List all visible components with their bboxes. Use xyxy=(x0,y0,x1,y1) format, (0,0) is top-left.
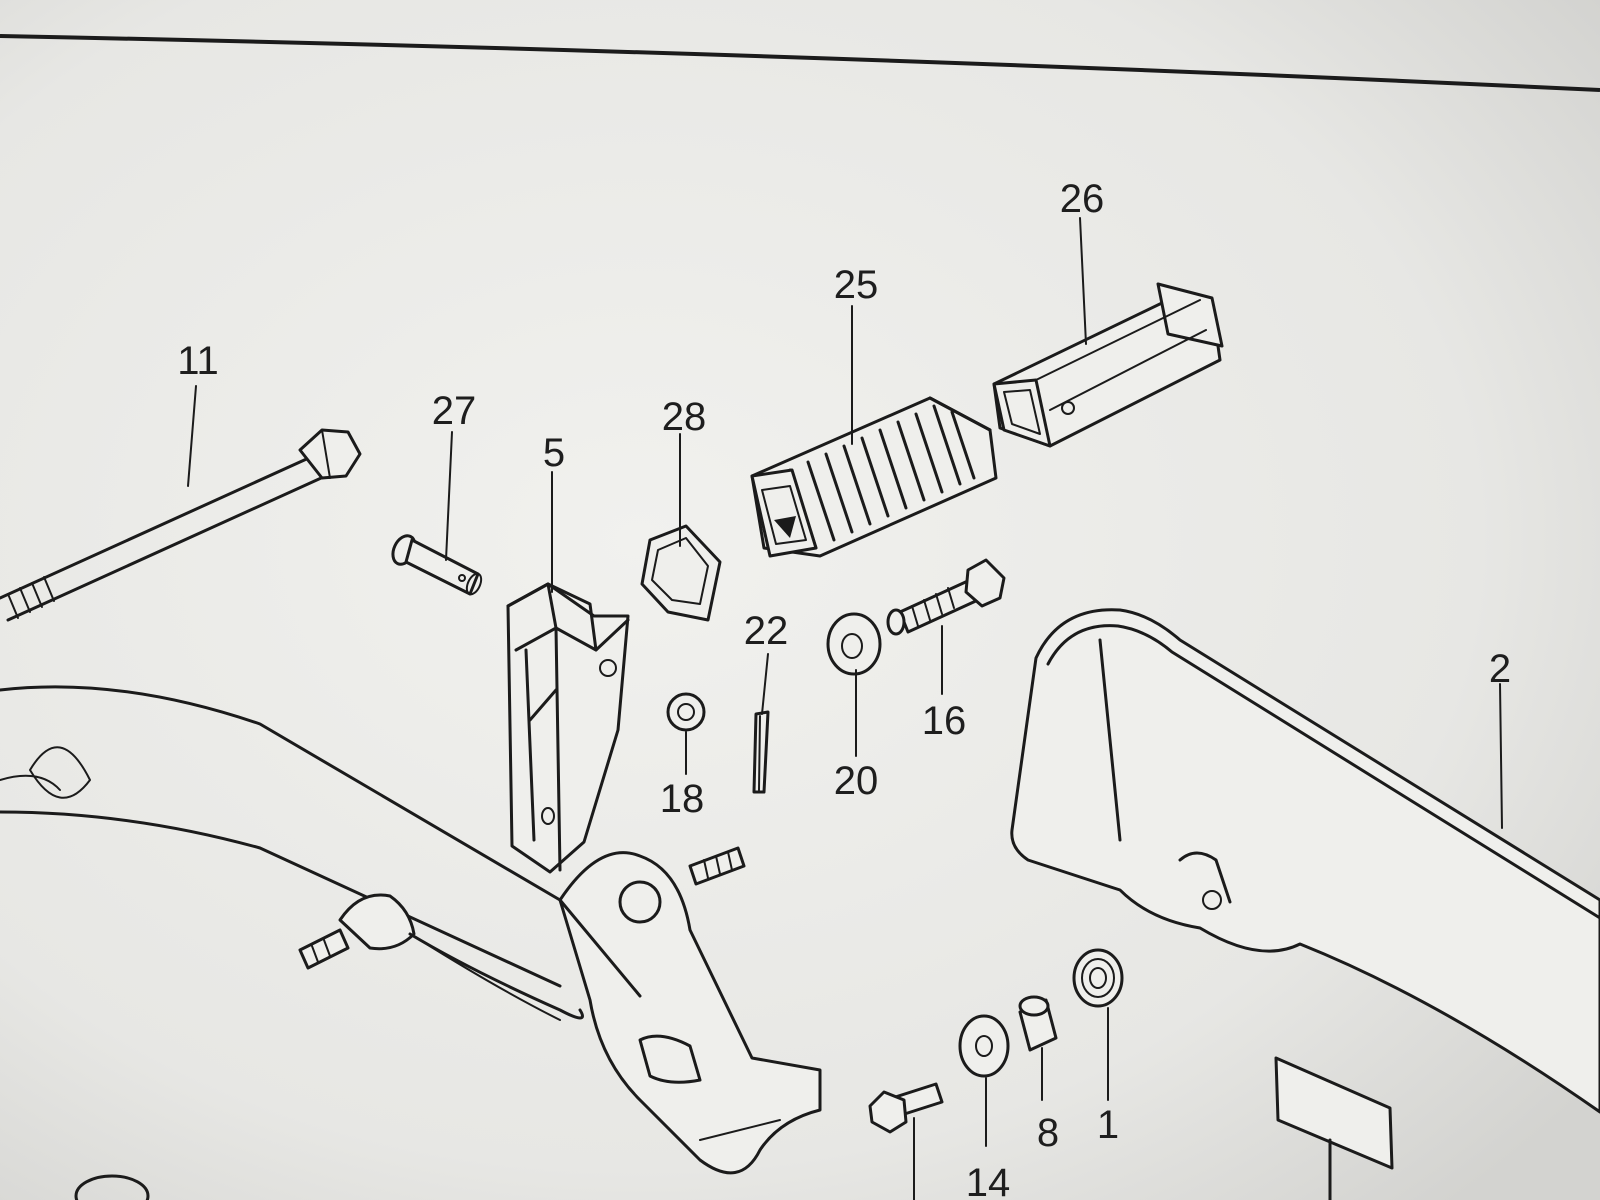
square-tube-26 xyxy=(992,282,1224,448)
square-bush-28 xyxy=(640,524,722,622)
bracket-5 xyxy=(506,582,630,874)
hex-bolt-16 xyxy=(886,558,1006,636)
frame-arm-2 xyxy=(1010,608,1600,1200)
callout-8: 8 xyxy=(1037,1111,1059,1155)
callout-27: 27 xyxy=(432,389,477,433)
callout-25: 25 xyxy=(834,263,879,307)
long-bolt-11 xyxy=(0,428,362,622)
rubber-footrest-25 xyxy=(750,396,998,558)
main-frame xyxy=(0,685,822,1200)
washer-14 xyxy=(958,1014,1010,1078)
leader-lines xyxy=(187,217,1503,1200)
callout-1: 1 xyxy=(1097,1103,1119,1147)
clevis-pin-27 xyxy=(391,534,483,596)
split-pin-22 xyxy=(752,710,770,794)
callout-26: 26 xyxy=(1060,177,1105,221)
callout-5: 5 xyxy=(543,431,565,475)
nut-18 xyxy=(666,692,706,732)
callout-numbers: 11 27 5 28 25 26 22 20 16 18 2 14 8 1 xyxy=(177,177,1511,1200)
callout-18: 18 xyxy=(660,777,705,821)
callout-2: 2 xyxy=(1489,647,1511,691)
page-border-line xyxy=(0,34,1600,92)
small-hex-bolt xyxy=(868,1082,944,1134)
callout-22: 22 xyxy=(744,609,789,653)
spacer-8 xyxy=(1018,995,1058,1052)
callout-16: 16 xyxy=(922,699,967,743)
threaded-bush-1 xyxy=(1072,948,1124,1008)
callout-11: 11 xyxy=(177,339,219,383)
callout-20: 20 xyxy=(834,759,879,803)
washer-20 xyxy=(826,612,882,676)
callout-28: 28 xyxy=(662,395,707,439)
callout-14: 14 xyxy=(966,1161,1011,1200)
